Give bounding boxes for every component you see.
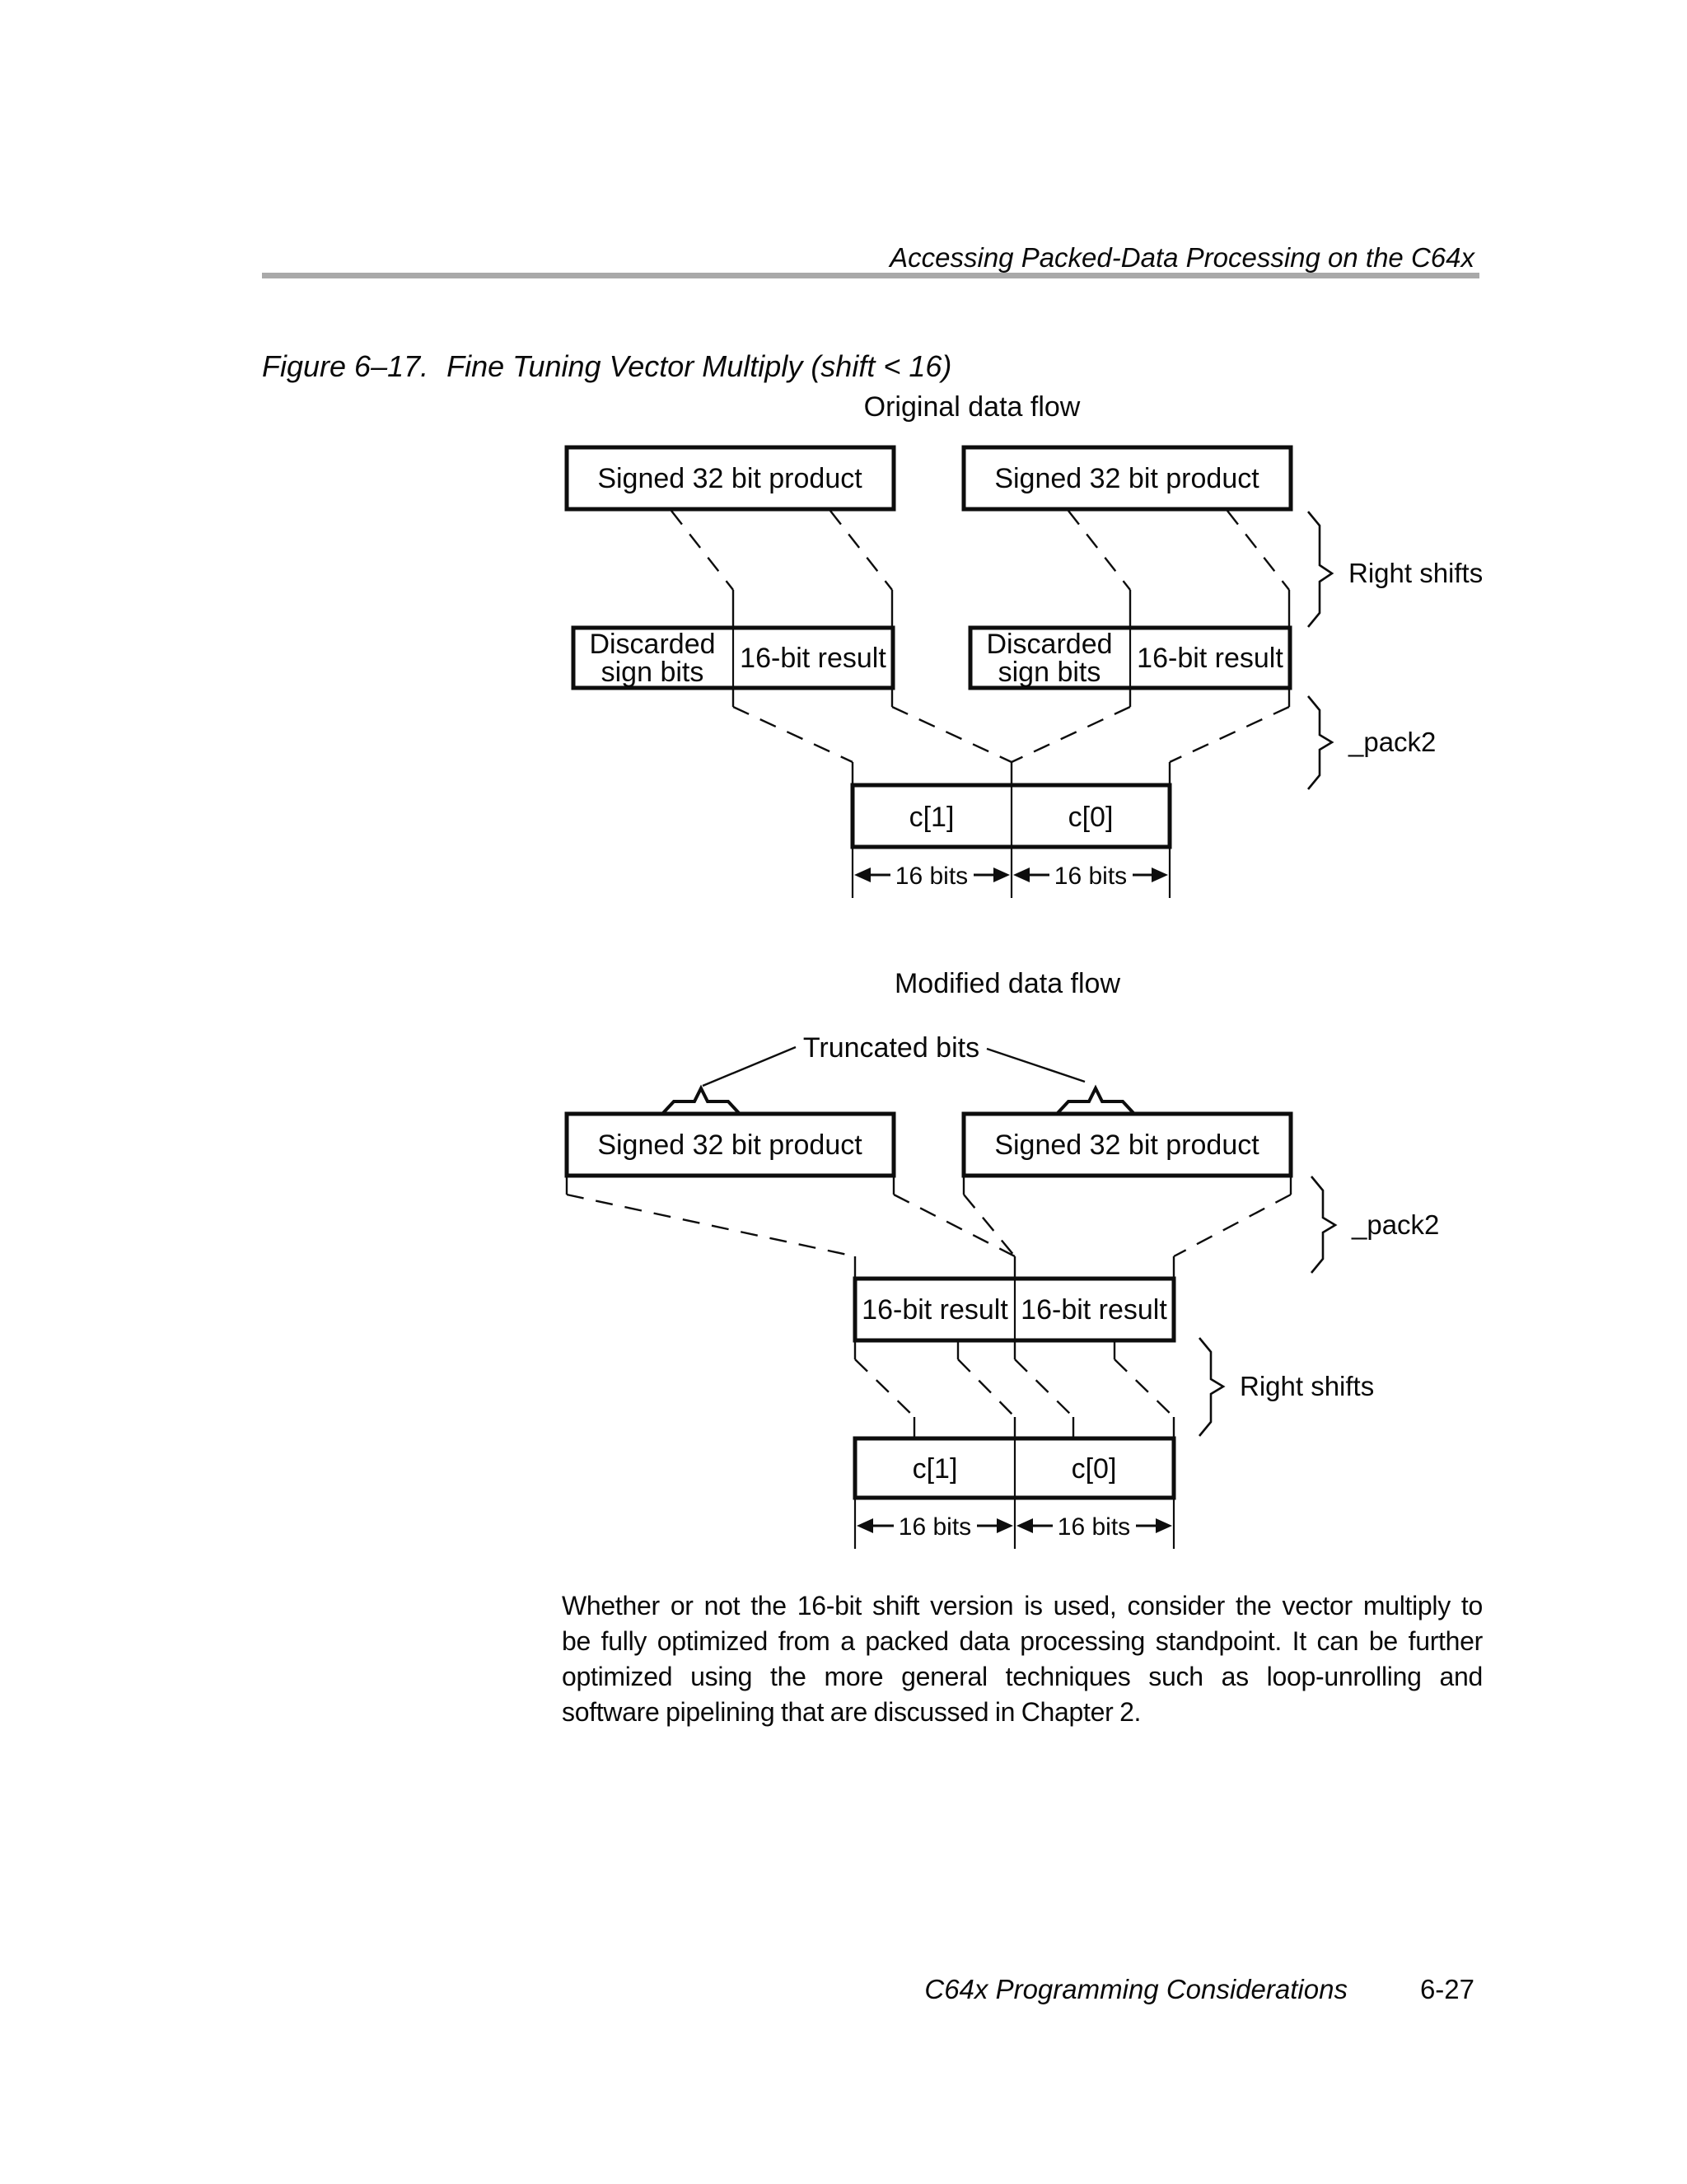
d2-truncation-hat-left	[661, 1084, 741, 1115]
d1-product-right-box	[961, 445, 1293, 512]
d2-product-right-label: Signed 32 bit product	[994, 1129, 1259, 1161]
paragraph-line: Whether or not the 16-bit shift version …	[562, 1591, 1483, 1620]
d1-discarded-right-line2: sign bits	[998, 657, 1101, 688]
body-paragraph: Whether or not the 16-bit shift version …	[562, 1588, 1483, 1730]
d1-right-shift-lines	[671, 510, 1291, 628]
page-footer: C64x Programming Considerations 6-27	[924, 1974, 1474, 2005]
footer-book-title: C64x Programming Considerations	[924, 1974, 1348, 2004]
d1-result-right-label: 16-bit result	[1137, 643, 1283, 674]
d2-pack2-lines	[565, 1176, 1292, 1279]
paragraph-line: software pipelining that are discussed i…	[562, 1697, 1142, 1727]
diagram1-title: Original data flow	[864, 391, 1081, 423]
d1-c0-label: c[0]	[1068, 802, 1114, 833]
d1-product-right-label: Signed 32 bit product	[994, 463, 1259, 494]
d1-pack2-brace	[1306, 695, 1334, 790]
figure-number: Figure 6–17.	[262, 349, 429, 383]
d1-result-left-label: 16-bit result	[740, 643, 886, 674]
d1-discarded-left-line1: Discarded	[589, 629, 715, 660]
d1-discarded-left-line2: sign bits	[601, 657, 704, 688]
paragraph-line: optimized using the more general techniq…	[562, 1662, 1483, 1691]
d1-pack2-label: _pack2	[1348, 727, 1436, 757]
d2-right-shifts-brace	[1198, 1337, 1226, 1437]
paragraph-line: be fully optimized from a packed data pr…	[562, 1626, 1483, 1656]
footer-page-number: 6-27	[1419, 1974, 1474, 2004]
d2-c0-label: c[0]	[1072, 1453, 1117, 1485]
d2-bits-left-label: 16 bits	[899, 1513, 971, 1541]
d1-right-shifts-brace	[1306, 511, 1334, 628]
figure-title: Fine Tuning Vector Multiply (shift < 16)	[446, 349, 952, 383]
d2-pack2-label: _pack2	[1351, 1209, 1439, 1240]
d2-product-left-box	[564, 1111, 896, 1178]
figure-caption: Figure 6–17. Fine Tuning Vector Multiply …	[262, 349, 951, 384]
d1-product-left-box	[564, 445, 896, 512]
d2-truncated-label: Truncated bits	[803, 1032, 979, 1064]
d2-truncated-pointer-left	[702, 1045, 797, 1087]
d1-bits-left-label: 16 bits	[895, 863, 968, 890]
d1-pack2-lines	[731, 688, 1291, 785]
d1-discarded-right-line1: Discarded	[986, 629, 1112, 660]
d2-result-right-label: 16-bit result	[1021, 1294, 1167, 1326]
d2-right-shifts-label: Right shifts	[1240, 1371, 1374, 1401]
d1-c1-label: c[1]	[909, 802, 955, 833]
d2-bit-width-arrows: 16 bits 16 bits	[853, 1498, 1175, 1549]
d1-product-left-label: Signed 32 bit product	[597, 463, 862, 494]
diagram2-title: Modified data flow	[895, 968, 1120, 999]
d1-bit-width-arrows: 16 bits 16 bits	[851, 847, 1171, 898]
running-header: Accessing Packed-Data Processing on the …	[890, 242, 1474, 273]
d2-bits-right-label: 16 bits	[1058, 1513, 1130, 1541]
d1-bits-right-label: 16 bits	[1054, 863, 1127, 890]
header-rule	[262, 273, 1479, 278]
d2-pack2-brace	[1310, 1176, 1338, 1274]
d2-c1-label: c[1]	[913, 1453, 958, 1485]
d2-truncated-pointer-right	[986, 1047, 1086, 1083]
d2-right-shift-lines	[853, 1340, 1175, 1438]
d2-truncation-hat-right	[1056, 1084, 1135, 1115]
d1-right-shifts-label: Right shifts	[1348, 558, 1483, 588]
d2-product-right-box	[961, 1111, 1293, 1178]
d2-result-left-label: 16-bit result	[862, 1294, 1008, 1326]
d2-product-left-label: Signed 32 bit product	[597, 1129, 862, 1161]
